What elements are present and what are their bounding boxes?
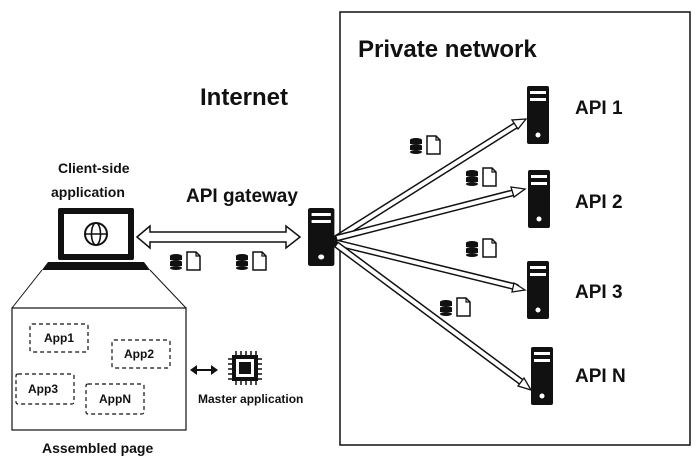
apin-label: API N bbox=[575, 366, 626, 387]
app2-label: App2 bbox=[124, 347, 154, 361]
private-network-title: Private network bbox=[358, 36, 537, 63]
database-document-icon bbox=[409, 135, 441, 155]
double-arrow-icon bbox=[135, 224, 302, 250]
app3-label: App3 bbox=[28, 382, 58, 396]
master-application-label: Master application bbox=[198, 392, 304, 406]
api-gateway-label: API gateway bbox=[186, 186, 298, 207]
app3-box bbox=[15, 373, 75, 405]
gateway-apin-arrow bbox=[333, 241, 533, 392]
laptop-globe-icon bbox=[42, 208, 150, 270]
projection-line bbox=[149, 269, 187, 309]
database-document-icon bbox=[439, 297, 471, 317]
projection-line bbox=[11, 269, 43, 309]
api3-label: API 3 bbox=[575, 282, 623, 303]
cpu-chip-icon bbox=[228, 351, 262, 385]
assembled-page-label: Assembled page bbox=[42, 440, 154, 456]
gateway-api3-arrow bbox=[333, 239, 527, 293]
private-network-box bbox=[339, 11, 691, 446]
appn-box bbox=[85, 383, 145, 415]
database-document-icon bbox=[465, 167, 497, 187]
bidirectional-arrow-icon bbox=[190, 365, 218, 375]
database-document-icon bbox=[465, 238, 497, 258]
app1-label: App1 bbox=[44, 331, 74, 345]
gateway-api2-arrow bbox=[333, 186, 527, 242]
api1-label: API 1 bbox=[575, 98, 623, 119]
gateway-api1-arrow bbox=[333, 118, 528, 242]
assembled-page-box bbox=[11, 307, 187, 431]
api2-server-icon bbox=[528, 170, 550, 228]
apin-server-icon bbox=[531, 347, 553, 405]
client-label-line1: Client-side bbox=[58, 160, 130, 176]
database-document-icon bbox=[169, 251, 201, 271]
api3-server-icon bbox=[527, 261, 549, 319]
api1-server-icon bbox=[527, 86, 549, 144]
api2-label: API 2 bbox=[575, 192, 623, 213]
client-label-line2: application bbox=[51, 184, 125, 200]
database-document-icon bbox=[235, 251, 267, 271]
appn-label: AppN bbox=[99, 392, 131, 406]
internet-label: Internet bbox=[200, 84, 289, 111]
gateway-server-icon bbox=[308, 208, 335, 266]
